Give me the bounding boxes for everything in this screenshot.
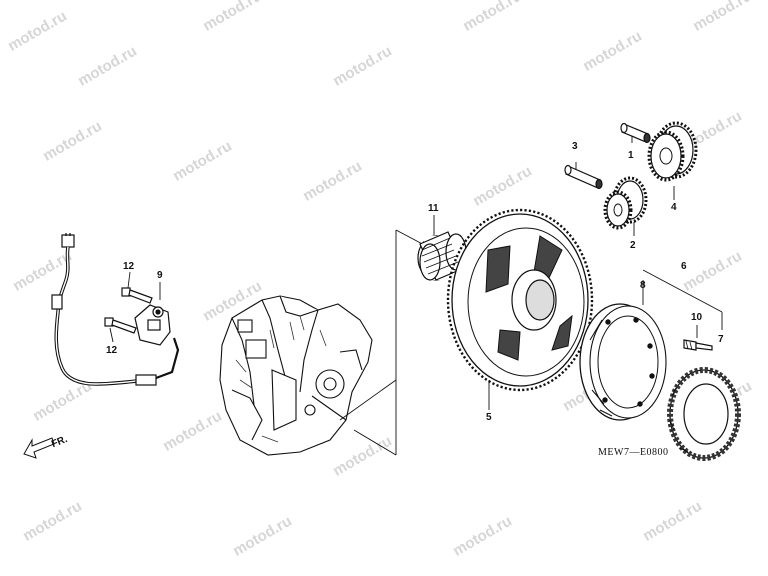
callout-11: 11 bbox=[428, 203, 439, 214]
clutch-bolt bbox=[683, 339, 713, 351]
reduction-gear-small bbox=[603, 176, 648, 230]
callout-2: 2 bbox=[630, 240, 636, 251]
callout-4: 4 bbox=[671, 202, 677, 213]
callout-7: 7 bbox=[718, 334, 724, 345]
pin-shaft-short bbox=[620, 122, 651, 144]
callout-6: 6 bbox=[681, 261, 687, 272]
bolt-upper bbox=[121, 287, 153, 304]
callout-10: 10 bbox=[691, 312, 703, 323]
callout-12-upper: 12 bbox=[123, 261, 135, 272]
one-way-clutch bbox=[667, 367, 741, 461]
sensor-bracket bbox=[134, 304, 171, 346]
engine-assembly bbox=[219, 295, 373, 456]
callout-8: 8 bbox=[640, 280, 646, 291]
callout-5: 5 bbox=[486, 412, 492, 423]
callout-12-lower: 12 bbox=[106, 345, 118, 356]
bolt-lower bbox=[104, 317, 137, 334]
pin-shaft-long bbox=[564, 164, 603, 190]
sensor-harness bbox=[51, 233, 180, 386]
leader-lines bbox=[109, 128, 723, 456]
callout-3: 3 bbox=[572, 141, 578, 152]
starter-driven-gear bbox=[446, 208, 594, 392]
front-arrow bbox=[23, 437, 55, 459]
engine-detail-lines bbox=[235, 315, 327, 443]
reduction-gear-large bbox=[647, 121, 698, 182]
callout-1: 1 bbox=[628, 150, 634, 161]
starter-clutch-outer bbox=[579, 303, 667, 421]
callout-9: 9 bbox=[157, 270, 163, 281]
diagram-code: MEW7—E0800 bbox=[598, 447, 669, 458]
